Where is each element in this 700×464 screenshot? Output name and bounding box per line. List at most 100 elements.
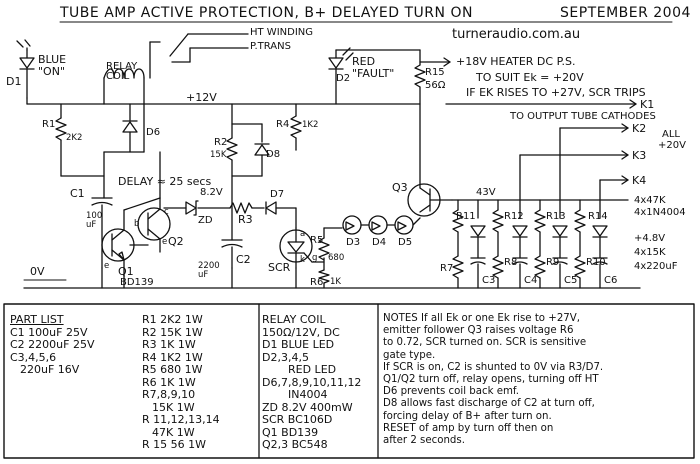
label-c3: C3 (482, 275, 496, 286)
scr-symbol (279, 227, 313, 269)
label-d7: D7 (270, 189, 285, 200)
note-line: If SCR is on, C2 is shunted to 0V via R3… (383, 361, 604, 373)
label-scr-anode: a (300, 229, 306, 239)
label-scr-cathode: k (300, 255, 305, 265)
relay-coil-symbol (103, 68, 145, 105)
label-scr-gate: g (312, 253, 318, 263)
parts-list-item: ZD 8.2V 400mW (262, 400, 353, 414)
label-4x1n4004: 4x1N4004 (634, 207, 686, 218)
label-r13: R13 (546, 211, 566, 222)
label-red-fault: RED "FAULT" (352, 55, 395, 80)
label-r6: R6 (310, 277, 324, 288)
label-r10: R10 (586, 257, 606, 268)
label-r6-value: 1K (330, 277, 341, 287)
parts-list-item: 220uF 16V (20, 363, 80, 376)
label-r2-value: 15K (210, 150, 227, 160)
parts-list-item: Q1 BD139 (262, 425, 319, 439)
parts-list-item: 15K 1W (152, 400, 195, 414)
label-k3: K3 (632, 149, 647, 162)
parts-list-item: R2 15K 1W (142, 325, 203, 339)
parts-list-item: 47K 1W (152, 425, 195, 439)
note-line: emitter follower Q3 raises voltage R6 (383, 325, 574, 337)
parts-list-item: C2 2200uF 25V (10, 338, 95, 351)
label-q2-collector: c (164, 207, 169, 217)
label-q2-base: b (134, 219, 140, 229)
label-blue-on: BLUE "ON" (38, 53, 67, 78)
parts-list-item: D6,7,8,9,10,11,12 (262, 375, 362, 389)
label-c6: C6 (604, 275, 618, 286)
label-plus12v: +12V (186, 91, 217, 104)
q2-transistor-symbol (129, 197, 171, 253)
note-line: NOTES If all Ek or one Ek rise to +27V, (383, 313, 580, 324)
note-line: RESET of amp by turn off then on (383, 422, 554, 434)
label-r7: R7 (440, 263, 454, 274)
label-q2-emitter: e (162, 237, 168, 247)
label-4x220uf: 4x220uF (634, 261, 678, 272)
label-r4: R4 (276, 119, 290, 130)
parts-list-item: R 15 56 1W (142, 438, 207, 451)
label-all: ALL (662, 129, 680, 140)
label-q3: Q3 (392, 181, 408, 194)
parts-list-heading: PART LIST (10, 313, 64, 326)
label-c2-value: 2200 uF (198, 261, 220, 280)
parts-list-item: D2,3,4,5 (262, 350, 309, 364)
note-line: D6 prevents coil back emf. (383, 386, 520, 398)
parts-list-frame (3, 303, 695, 459)
label-to-output: TO OUTPUT TUBE CATHODES (510, 111, 656, 122)
label-plus20v: +20V (658, 140, 686, 151)
label-k2: K2 (632, 122, 647, 135)
label-q2: Q2 (168, 235, 184, 248)
parts-list-item: R 11,12,13,14 (142, 413, 220, 426)
label-relay-coil: RELAY COIL (106, 61, 138, 82)
parts-list-item: SCR BC106D (262, 413, 333, 426)
note-line: D8 allows fast discharge of C2 at turn o… (383, 398, 595, 410)
label-zd-value: 8.2V (200, 187, 223, 198)
parts-list-item: R7,8,9,10 (142, 388, 196, 401)
label-r5-value: 680 (328, 253, 345, 263)
d1-led-symbol (16, 39, 35, 99)
label-4x15k: 4x15K (634, 247, 666, 258)
label-d8: D8 (266, 149, 281, 160)
label-k1: K1 (640, 98, 655, 111)
parts-list-col3: RELAY COIL 150Ω/12V, DC D1 BLUE LED D2,3… (262, 313, 362, 452)
label-ht-winding: HT WINDING (250, 27, 314, 38)
label-q1-emitter: e (104, 261, 110, 271)
label-c4: C4 (524, 275, 538, 286)
label-r9: R9 (546, 257, 560, 268)
label-suit-ek: TO SUIT Ek = +20V (476, 71, 584, 84)
label-q1: Q1 (118, 265, 134, 278)
label-r15-value: 56Ω (425, 80, 446, 91)
label-p-trans: P.TRANS (250, 41, 291, 52)
label-k4: K4 (632, 174, 647, 187)
parts-list-item: D1 BLUE LED (262, 338, 335, 351)
label-d5: D5 (398, 237, 413, 248)
label-d2: D2 (336, 73, 351, 84)
label-zd: ZD (198, 215, 213, 226)
label-r3: R3 (238, 213, 253, 226)
label-r8: R8 (504, 257, 518, 268)
label-43v: 43V (476, 187, 496, 198)
cathode-sensing-network (452, 127, 608, 289)
parts-list-col1: PART LIST C1 100uF 25V C2 2200uF 25V C3,… (10, 313, 95, 377)
label-c1-value: 100 uF (86, 211, 103, 230)
label-c1: C1 (70, 187, 85, 200)
note-line: gate type. (383, 349, 436, 361)
label-4-8v: +4.8V (634, 233, 666, 244)
parts-list-item: RED LED (288, 363, 337, 376)
label-d4: D4 (372, 237, 387, 248)
label-scr: SCR (268, 261, 291, 274)
label-r2: R2 (214, 137, 228, 148)
parts-list-item: 150Ω/12V, DC (262, 325, 340, 339)
note-line: to 0.72, SCR turned on. SCR is sensitive (383, 337, 587, 349)
site-url: turneraudio.com.au (452, 27, 581, 42)
label-r14: R14 (588, 211, 608, 222)
parts-list-item: C1 100uF 25V (10, 325, 88, 339)
label-delay: DELAY ≈ 25 secs (118, 175, 212, 188)
label-4x47k: 4x47K (634, 195, 666, 206)
note-line: forcing delay of B+ after turn on. (383, 410, 552, 422)
parts-list-item: R3 1K 1W (142, 338, 196, 351)
label-d3: D3 (346, 237, 361, 248)
relay-switch-symbol (149, 33, 249, 79)
